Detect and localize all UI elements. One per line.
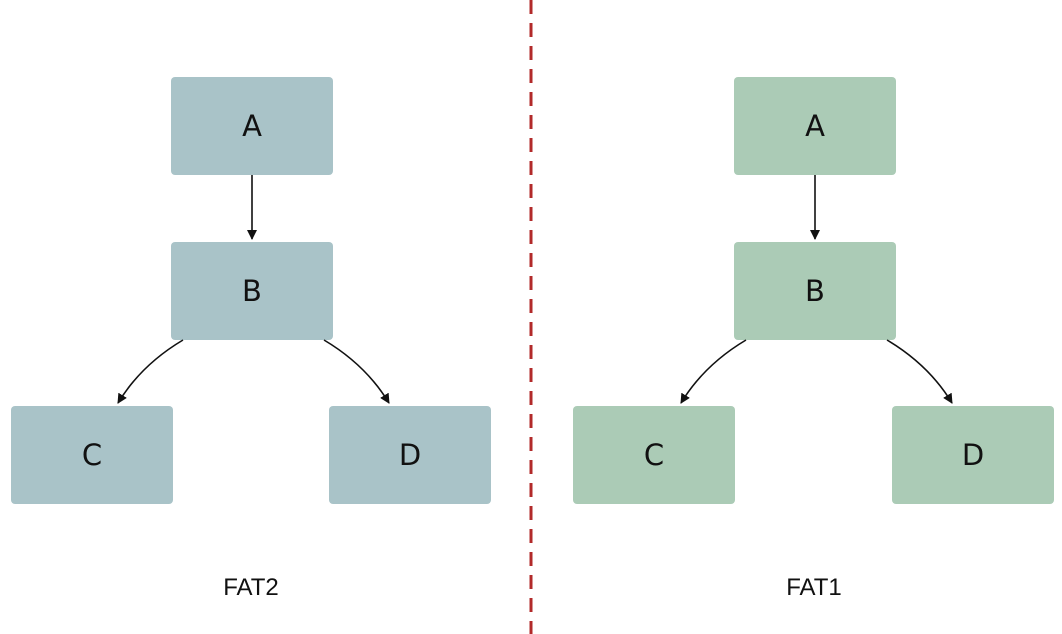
edge-b-to-d	[886, 339, 953, 404]
node-label: B	[805, 274, 825, 308]
node-a: A	[734, 77, 896, 175]
node-label: A	[805, 109, 825, 143]
edge-b-to-d	[323, 339, 390, 404]
node-d: D	[329, 406, 491, 504]
panel-divider	[529, 0, 533, 634]
node-label: A	[242, 109, 262, 143]
node-label: D	[398, 438, 422, 472]
node-a: A	[171, 77, 333, 175]
node-b: B	[171, 242, 333, 340]
node-c: C	[11, 406, 173, 504]
edge-b-to-c	[680, 339, 747, 404]
edge-b-to-c	[117, 339, 184, 404]
node-d: D	[892, 406, 1054, 504]
node-label: C	[81, 438, 103, 472]
node-label: B	[242, 274, 262, 308]
panel-caption: FAT2	[223, 574, 279, 601]
node-label: C	[643, 438, 665, 472]
panel-caption: FAT1	[786, 574, 842, 601]
node-label: D	[961, 438, 985, 472]
node-b: B	[734, 242, 896, 340]
node-c: C	[573, 406, 735, 504]
